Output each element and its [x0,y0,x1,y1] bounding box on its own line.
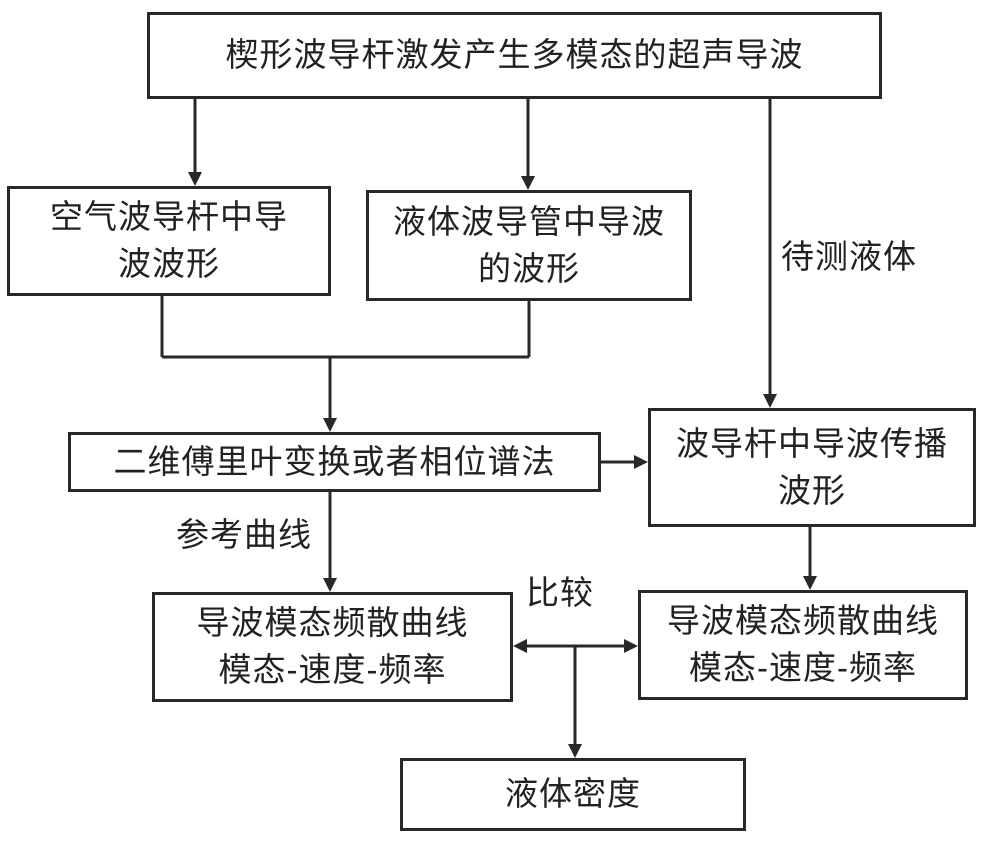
arrow-fourier-to-propagation [601,455,648,469]
node-propagation-line1: 波导杆中导波传播 [676,424,948,462]
arrow-excitation-to-air [188,99,202,186]
node-meas-dispersion-line2: 模态-速度-频率 [689,649,917,686]
node-air-line2: 波波形 [118,245,220,282]
arrow-compare-to-density [568,646,582,758]
node-measured-dispersion: 导波模态频散曲线 模态-速度-频率 [638,590,968,700]
node-fourier-text: 二维傅里叶变换或者相位谱法 [113,442,556,480]
node-liquid-density: 液体密度 [400,758,746,831]
arrow-propagation-to-meas-dispersion [803,527,817,590]
connector-merge-to-fourier [160,296,531,432]
arrow-fourier-to-ref-dispersion [323,492,337,592]
node-liquid-waveform: 液体波导管中导波 的波形 [366,190,692,301]
node-fourier-transform: 二维傅里叶变换或者相位谱法 [68,432,601,492]
node-meas-dispersion-line1: 导波模态频散曲线 [667,602,939,640]
label-compare: 比较 [526,574,594,611]
label-reference-curve: 参考曲线 [176,516,312,553]
node-ref-dispersion-line1: 导波模态频散曲线 [196,604,469,642]
node-excitation-text: 楔形波导杆激发产生多模态的超声导波 [225,36,804,74]
node-propagation-waveform: 波导杆中导波传播 波形 [648,408,976,527]
label-test-liquid: 待测液体 [781,238,917,275]
node-excitation: 楔形波导杆激发产生多模态的超声导波 [147,12,882,99]
node-air-line1: 空气波导杆中导 [50,198,288,236]
node-liquid-line2: 的波形 [478,249,580,287]
node-ref-dispersion-line2: 模态-速度-频率 [218,651,447,688]
node-propagation-line2: 波形 [778,471,846,509]
node-density-text: 液体密度 [505,775,641,813]
arrow-excitation-to-liquid [521,99,535,190]
node-liquid-line1: 液体波导管中导波 [393,202,665,240]
node-air-waveform: 空气波导杆中导 波波形 [7,186,331,296]
node-reference-dispersion: 导波模态频散曲线 模态-速度-频率 [152,592,513,702]
arrow-excitation-to-propagation [763,99,777,408]
